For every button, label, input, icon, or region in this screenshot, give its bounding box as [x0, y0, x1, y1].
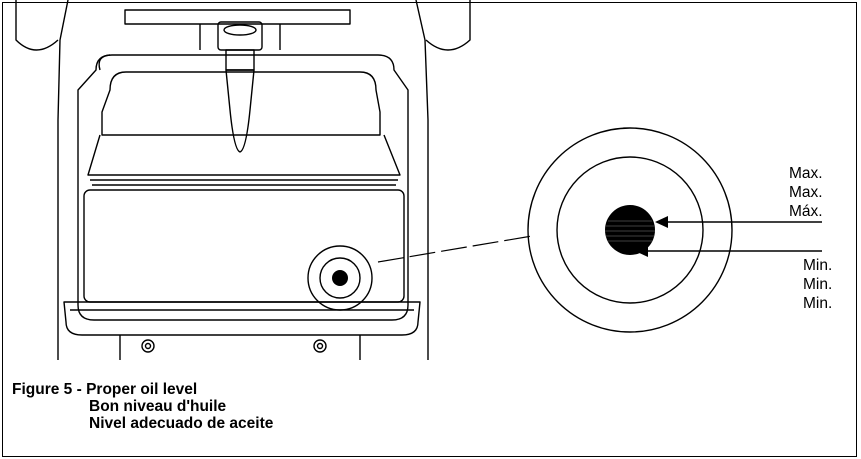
breather-stem	[225, 69, 255, 153]
left-post	[15, 0, 59, 51]
caption-line-fr: Bon niveau d'huile	[89, 398, 227, 415]
breather-cap	[217, 21, 263, 51]
oil-body-taper	[87, 134, 401, 176]
min-label-en: Min.	[803, 257, 833, 274]
bolt-tab-top-left	[98, 54, 111, 71]
sight-glass-inner	[319, 257, 361, 299]
right-post	[425, 0, 471, 51]
min-label-fr: Min.	[803, 276, 833, 293]
oil-ball	[605, 205, 655, 255]
outer-flange	[77, 54, 409, 321]
leader-line	[377, 235, 533, 263]
min-arrowhead	[635, 245, 648, 257]
max-label-fr: Max.	[789, 184, 823, 201]
caption-line-en: Proper oil level	[86, 381, 198, 398]
top-bracket	[124, 9, 351, 25]
max-label-en: Max.	[789, 165, 823, 182]
min-label-es: Min.	[803, 295, 833, 312]
magnified-sight-glass-inner	[556, 156, 704, 304]
body-outline-left	[57, 0, 69, 360]
base-flange	[63, 301, 421, 336]
body-outline-right	[415, 0, 429, 360]
sight-glass-dot	[332, 270, 348, 286]
magnified-sight-glass-outer	[527, 127, 733, 333]
oil-reservoir	[83, 189, 405, 303]
caption-prefix: Figure 5 -	[12, 381, 87, 398]
figure-caption: Figure 5 - Proper oil level Bon niveau d…	[12, 381, 273, 432]
bolt	[313, 339, 327, 353]
bolt	[141, 339, 155, 353]
max-arrowhead	[655, 216, 668, 228]
caption-line-es: Nivel adecuado de aceite	[89, 415, 274, 432]
sight-glass-outer	[307, 245, 373, 311]
inner-rim	[101, 71, 381, 136]
max-label-es: Máx.	[789, 203, 823, 220]
